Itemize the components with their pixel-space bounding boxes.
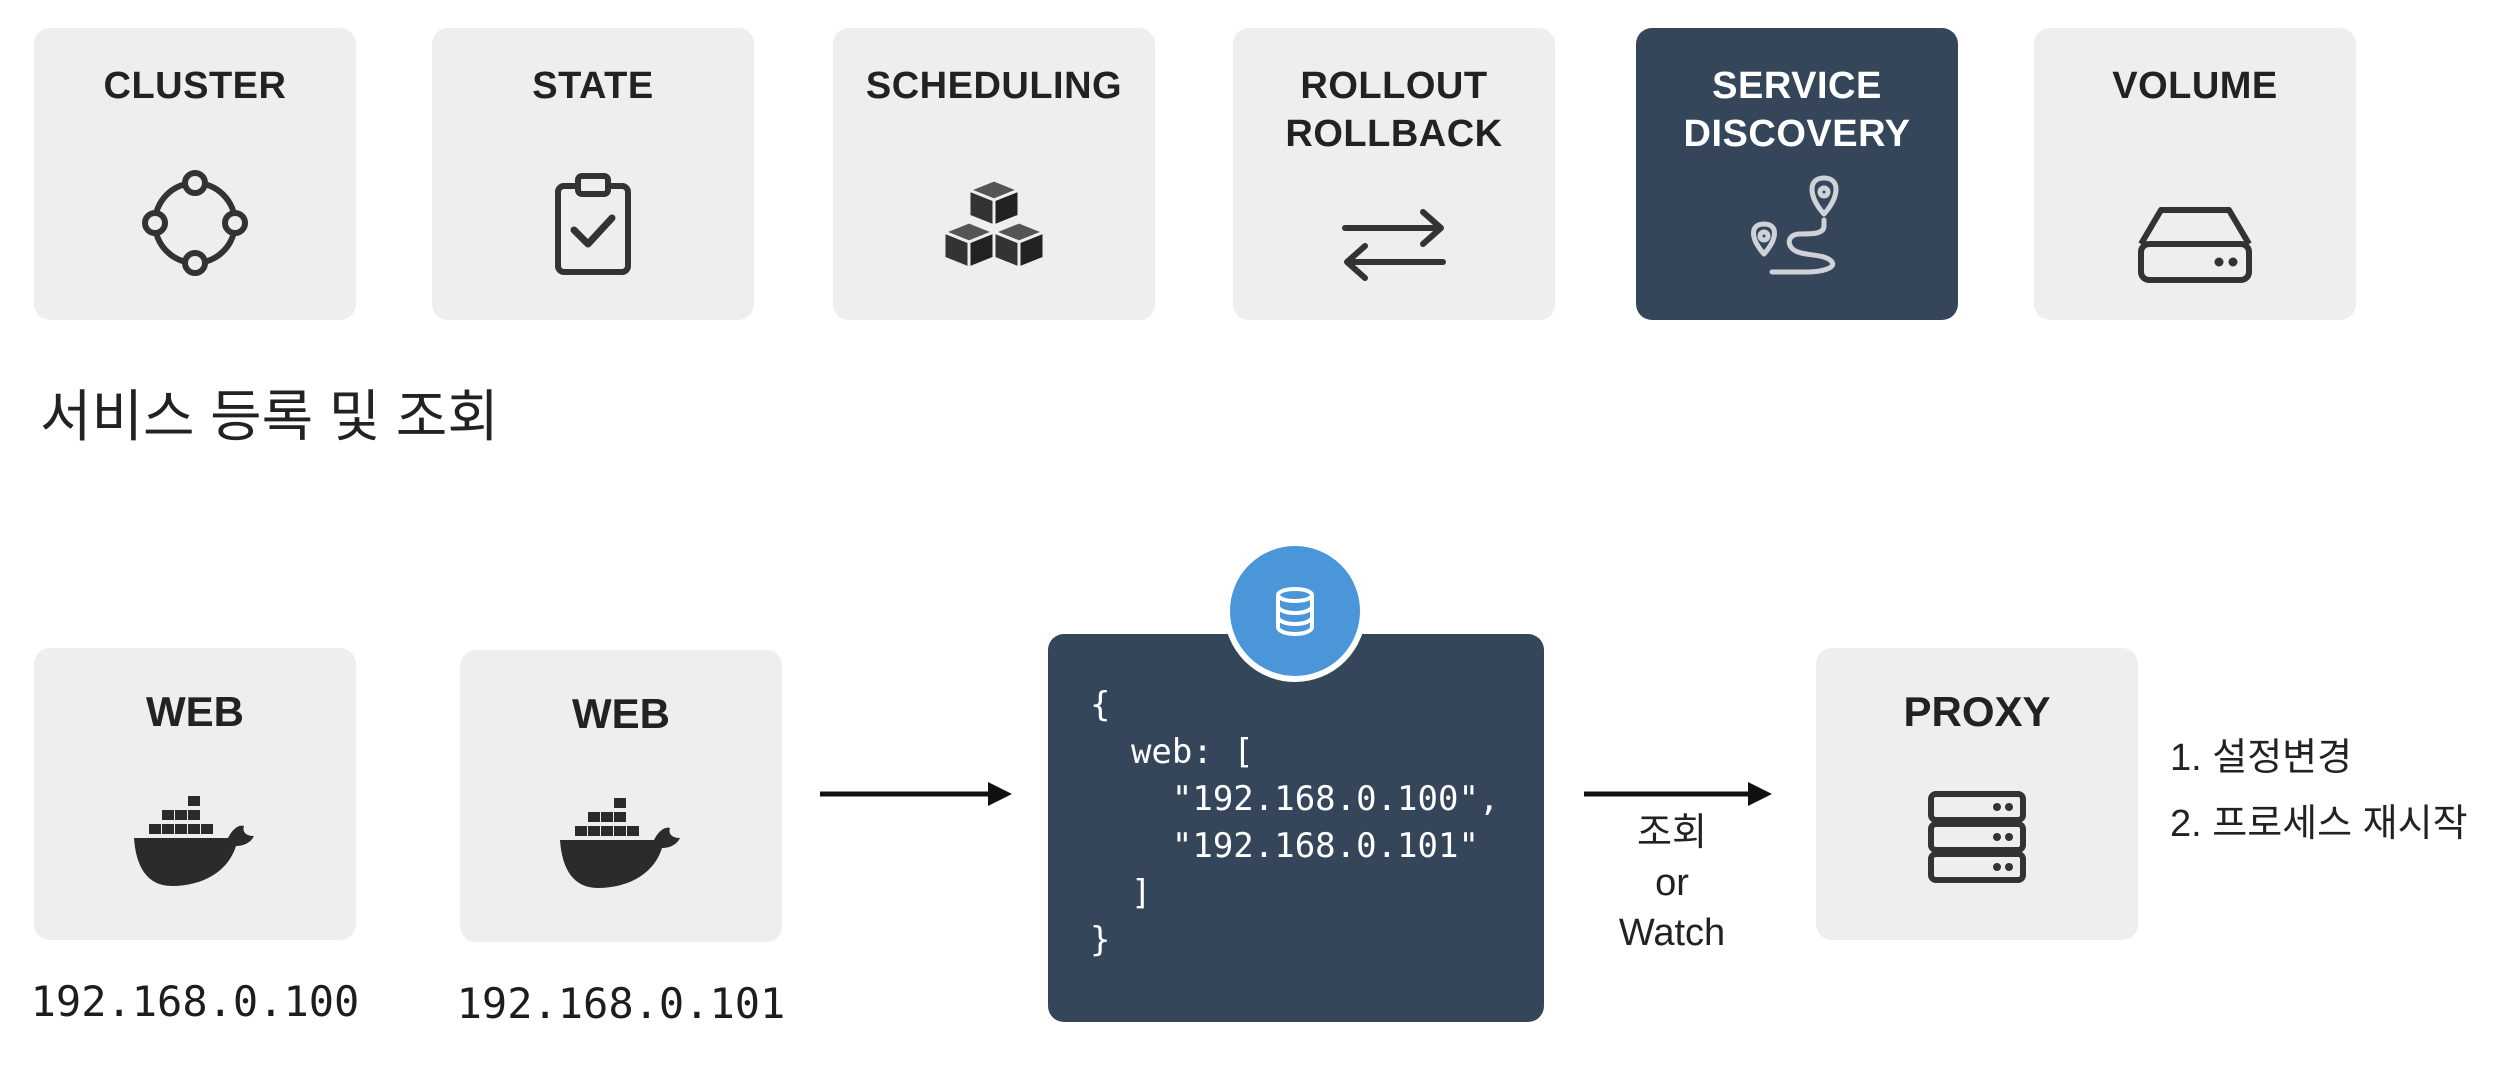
web-node-2: WEB: [460, 650, 782, 942]
lookup-or-watch-label: 조회 or Watch: [1584, 808, 1760, 958]
docker-whale-icon: [134, 796, 254, 886]
service-registry: { web: [ "192.168.0.100", "192.168.0.101…: [1048, 634, 1544, 1022]
feature-card-cluster: CLUSTER: [34, 28, 356, 320]
registry-code: { web: [ "192.168.0.100", "192.168.0.101…: [1090, 685, 1500, 960]
feature-label: ROLLOUT ROLLBACK: [1285, 65, 1503, 155]
feature-label: CLUSTER: [103, 65, 287, 107]
web-node-1-ip: 192.168.0.100: [30, 977, 360, 1026]
feature-label: STATE: [532, 65, 654, 107]
feature-label: SCHEDULING: [865, 65, 1123, 107]
web-node-2-ip: 192.168.0.101: [456, 979, 786, 1028]
node-title: WEB: [146, 688, 244, 735]
section-title: 서비스 등록 및 조회: [40, 385, 499, 448]
hard-drive-icon: [2138, 207, 2252, 283]
clipboard-check-icon: [555, 173, 631, 275]
feature-card-state: STATE: [432, 28, 754, 320]
server-stack-icon: [1928, 791, 2026, 883]
feature-card-service-discovery: SERVICE DISCOVERY: [1636, 28, 1958, 320]
proxy-step-2: 2. 프로세스 재시작: [2170, 803, 2468, 845]
arrow-web-to-registry: [820, 782, 1012, 806]
node-title: WEB: [572, 690, 670, 737]
node-title: PROXY: [1903, 688, 2051, 735]
proxy-step-1: 1. 설정변경: [2170, 737, 2353, 779]
feature-card-scheduling: SCHEDULING: [833, 28, 1155, 320]
proxy-node: PROXY: [1816, 648, 2138, 940]
feature-label: VOLUME: [2112, 65, 2278, 107]
arrow-registry-to-proxy: [1584, 782, 1772, 806]
database-icon: [1276, 587, 1314, 636]
cluster-icon: [142, 170, 248, 276]
database-badge: [1224, 540, 1366, 682]
web-node-1: WEB: [34, 648, 356, 940]
feature-label: SERVICE DISCOVERY: [1683, 65, 1911, 155]
feature-card-rollout-rollback: ROLLOUT ROLLBACK: [1233, 28, 1555, 320]
docker-whale-icon: [560, 798, 680, 888]
cubes-icon: [942, 178, 1046, 270]
lookup-label-text: 조회 or Watch: [1618, 812, 1726, 954]
exchange-arrows-icon: [1342, 209, 1446, 281]
feature-card-volume: VOLUME: [2034, 28, 2356, 320]
route-pins-icon: [1751, 175, 1839, 275]
